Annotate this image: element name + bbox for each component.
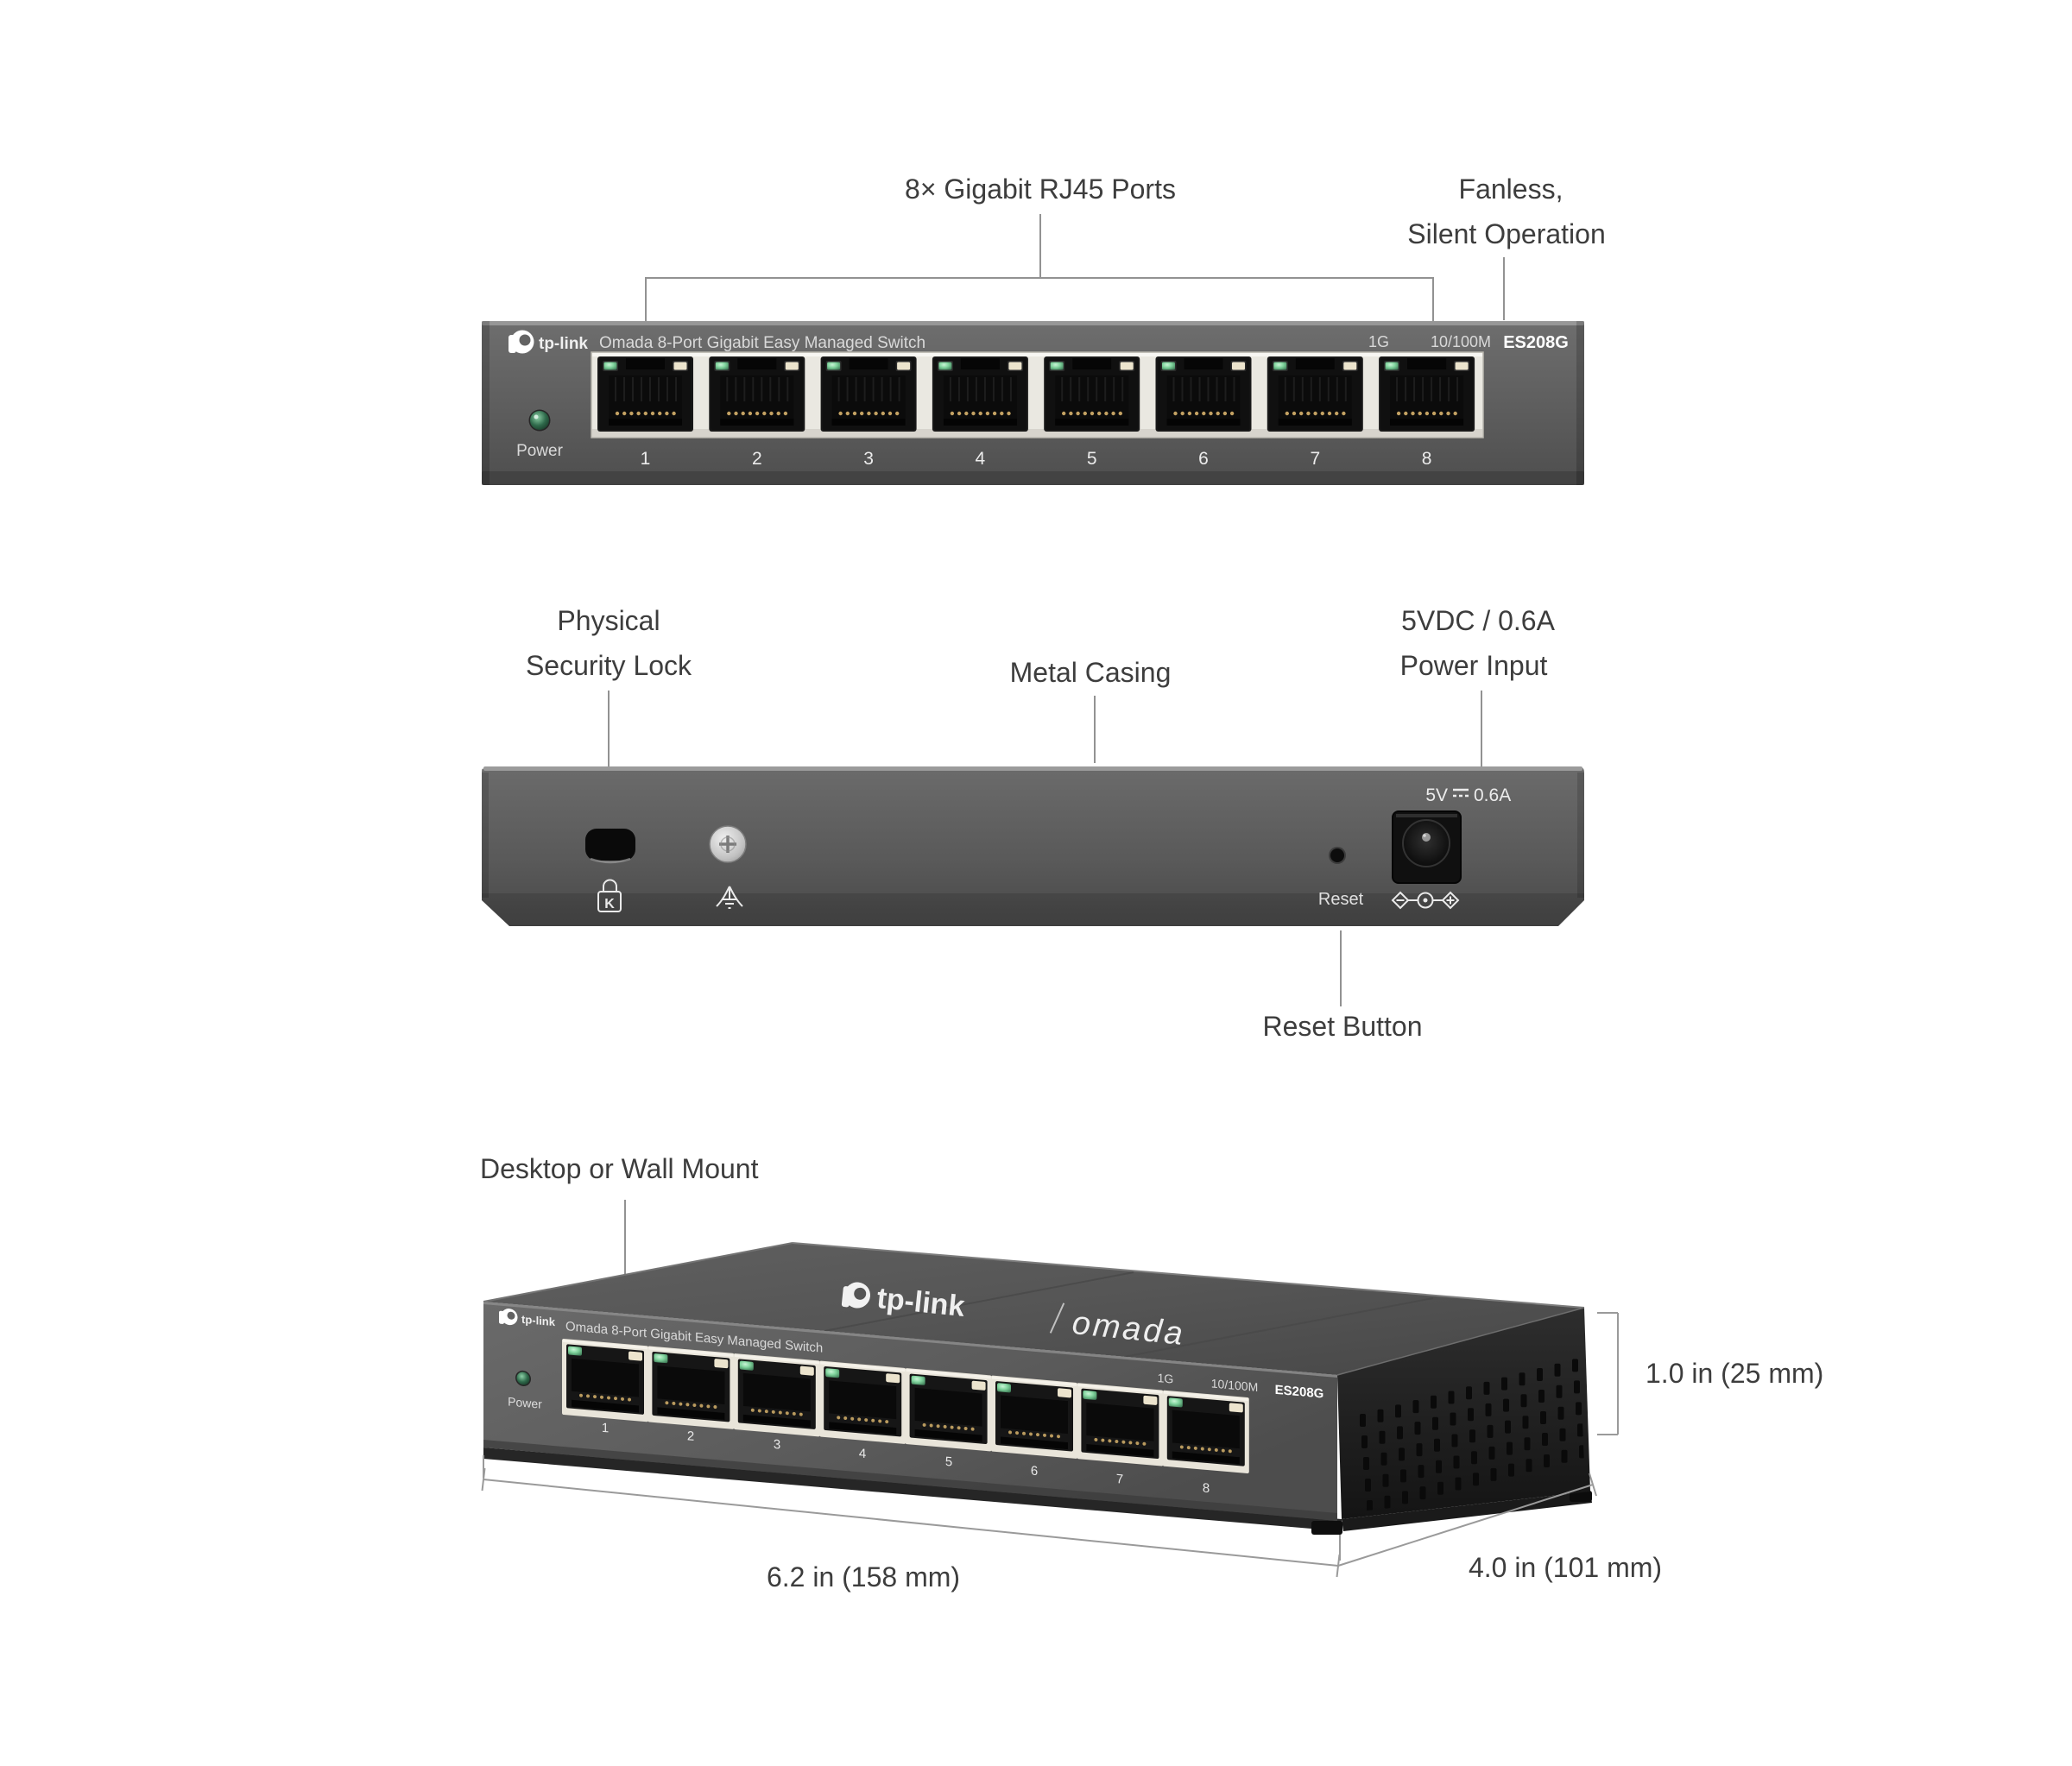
model-text-p: ES208G (1275, 1383, 1324, 1402)
depth-dimension-tick (1589, 1473, 1597, 1497)
device-foot-rear (1570, 1491, 1592, 1502)
svg-text:2: 2 (752, 449, 762, 469)
callout-casing-label: Metal Casing (1010, 657, 1172, 688)
port-numbers-p: 1 2 3 4 5 6 7 8 (602, 1421, 1210, 1496)
callout-lock-label-line1: Physical (557, 605, 660, 636)
svg-text:5V: 5V (1425, 785, 1448, 805)
svg-text:4: 4 (859, 1446, 866, 1461)
port-numbers: 1 2 3 4 5 6 7 8 (641, 449, 1432, 469)
reset-button[interactable] (1329, 847, 1346, 864)
callout-lock-label-line2: Security Lock (526, 650, 692, 681)
led-legend-1g: 1G (1368, 333, 1389, 350)
back-view-section: Physical Security Lock Metal Casing 5VDC… (482, 605, 1584, 1042)
svg-text:8: 8 (1203, 1481, 1210, 1497)
led-legend-10-100m-p: 10/100M (1211, 1376, 1258, 1394)
panel-title-text: Omada 8-Port Gigabit Easy Managed Switch (599, 334, 925, 352)
device-side-face (1336, 1307, 1590, 1519)
svg-text:5: 5 (945, 1454, 952, 1470)
led-legend-1g-p: 1G (1158, 1371, 1174, 1386)
svg-text:8: 8 (1422, 449, 1432, 469)
power-label-text: Power (516, 442, 564, 460)
dc-power-jack[interactable] (1392, 810, 1462, 884)
length-dimension-line (483, 1479, 1339, 1567)
svg-text:1: 1 (641, 449, 651, 469)
brand-divider (1049, 1302, 1065, 1334)
callout-ports-label: 8× Gigabit RJ45 Ports (905, 173, 1176, 205)
tp-link-logo-top (841, 1282, 871, 1309)
brand-text: tp-link (539, 335, 588, 353)
svg-text:K: K (604, 897, 615, 911)
kensington-lock-slot (585, 829, 635, 864)
depth-dimension-line (1337, 1484, 1594, 1567)
rj45-port-8 (1379, 356, 1475, 432)
svg-text:7: 7 (1116, 1472, 1123, 1487)
switch-back-panel: K Reset 5V (482, 766, 1584, 926)
callout-mount-label: Desktop or Wall Mount (480, 1153, 759, 1184)
dc-symbol-icon (1453, 788, 1469, 798)
power-rating-label: 5V 0.6A (1425, 785, 1511, 805)
callout-fanless-label-line1: Fanless, (1459, 173, 1563, 205)
tp-link-logo (509, 330, 534, 354)
led-legend-10-100m: 10/100M (1431, 333, 1491, 350)
device-base-front (483, 1447, 1342, 1531)
grounding-screw (709, 825, 747, 863)
svg-text:2: 2 (687, 1429, 694, 1444)
front-view-section: 8× Gigabit RJ45 Ports Fanless, Silent Op… (482, 173, 1606, 485)
rj45-port-7 (1267, 356, 1363, 432)
vent-holes (1360, 1359, 1585, 1512)
rj45-port-3 (820, 356, 917, 432)
callout-power-label-line1: 5VDC / 0.6A (1401, 605, 1556, 636)
svg-text:4: 4 (976, 449, 986, 469)
power-label-text-p: Power (508, 1394, 542, 1410)
model-text: ES208G (1503, 333, 1569, 352)
callout-ports-bracket-line (645, 277, 1434, 350)
switch-front-panel: tp-link Omada 8-Port Gigabit Easy Manage… (482, 321, 1584, 485)
device-front-face: tp-link Omada 8-Port Gigabit Easy Manage… (483, 1302, 1337, 1521)
switch-perspective: tp-link omada (483, 1242, 1592, 1535)
svg-text:1: 1 (602, 1421, 609, 1436)
svg-text:5: 5 (1087, 449, 1097, 469)
height-dimension-label: 1.0 in (25 mm) (1646, 1358, 1823, 1389)
callout-fanless-label-line2: Silent Operation (1407, 218, 1605, 249)
height-dimension-bracket (1597, 1312, 1619, 1435)
device-top-face: tp-link omada (483, 1242, 1585, 1375)
device-foot (1311, 1521, 1342, 1535)
tp-link-logo-front-p (499, 1309, 518, 1326)
callout-power-label-line2: Power Input (1400, 650, 1548, 681)
dimension-annotations: 1.0 in (25 mm) 6.2 in (158 mm) 4.0 in (1… (481, 1312, 1823, 1593)
polarity-icon (1391, 891, 1460, 910)
kensington-lock-icon: K (597, 879, 622, 912)
rj45-port-2 (709, 356, 805, 432)
rj45-port-4 (932, 356, 1028, 432)
rj45-port-1 (597, 356, 693, 432)
svg-text:3: 3 (863, 449, 874, 469)
svg-text:3: 3 (774, 1437, 780, 1453)
power-led (528, 409, 551, 432)
svg-text:6: 6 (1198, 449, 1209, 469)
power-led-p (515, 1370, 531, 1386)
rj45-port-6 (1155, 356, 1252, 432)
depth-dimension-label: 4.0 in (101 mm) (1469, 1552, 1662, 1583)
ground-icon (716, 886, 743, 909)
svg-text:7: 7 (1310, 449, 1320, 469)
brand-text-p: tp-link (521, 1313, 556, 1328)
rj45-port-5 (1044, 356, 1140, 432)
callout-reset-label: Reset Button (1263, 1011, 1423, 1042)
svg-text:6: 6 (1031, 1463, 1038, 1479)
device-base-side (1342, 1492, 1592, 1531)
svg-text:0.6A: 0.6A (1474, 785, 1511, 805)
perspective-view-section: Desktop or Wall Mount (480, 1153, 1823, 1593)
reset-label-text: Reset (1318, 890, 1364, 909)
length-dimension-label: 6.2 in (158 mm) (767, 1561, 960, 1593)
